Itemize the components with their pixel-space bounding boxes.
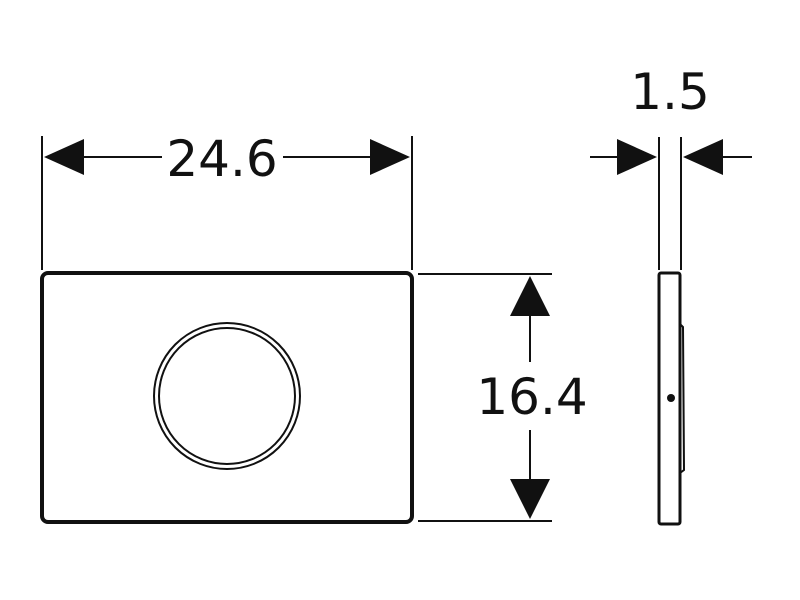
width-dimension-label: 24.6	[166, 130, 277, 188]
front-view	[40, 271, 414, 524]
side-view	[657, 271, 686, 526]
thickness-arrowhead-right	[683, 139, 723, 175]
side-plate-sensor-dot	[667, 394, 675, 402]
front-plate-outline	[40, 271, 414, 524]
side-plate-outline	[657, 271, 682, 526]
height-dimension: 16.4	[418, 273, 588, 522]
width-arrowhead-right	[370, 139, 410, 175]
thickness-arrowhead-left	[617, 139, 657, 175]
height-arrowhead-bottom	[510, 479, 550, 519]
thickness-dimension: 1.5	[590, 63, 752, 270]
thickness-dimension-label: 1.5	[630, 63, 710, 121]
height-arrowhead-top	[510, 276, 550, 316]
flush-button-outer-ring	[153, 322, 301, 470]
width-dimension: 24.6	[41, 130, 413, 270]
side-plate-rear-profile	[679, 323, 686, 474]
height-dimension-label: 16.4	[476, 368, 587, 426]
flush-button-inner-ring	[158, 327, 296, 465]
width-arrowhead-left	[44, 139, 84, 175]
